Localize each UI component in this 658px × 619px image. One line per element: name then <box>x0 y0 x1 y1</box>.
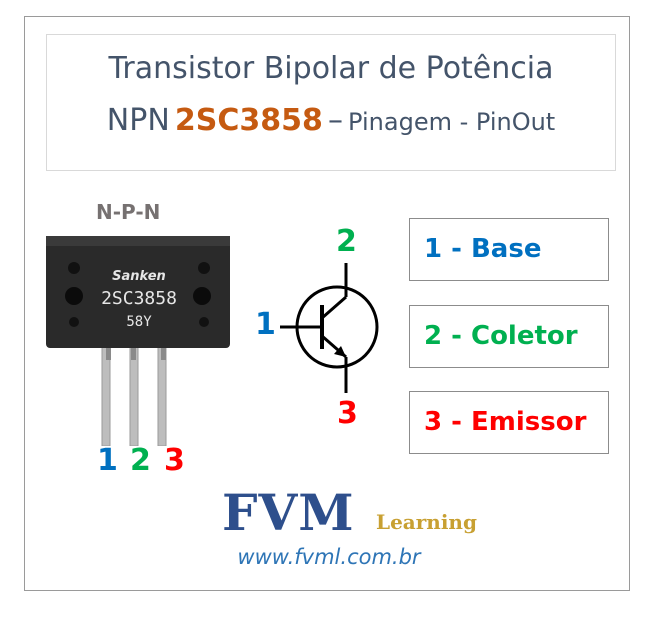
lead-number-1: 1 <box>97 443 118 478</box>
title-box: Transistor Bipolar de Potência NPN 2SC38… <box>46 34 616 171</box>
symbol-collector-number: 2 <box>336 224 357 259</box>
npn-type-label: N-P-N <box>96 200 161 224</box>
title-dash: – <box>327 103 343 138</box>
symbol-base-number: 1 <box>255 307 276 342</box>
learning-text: Learning <box>376 510 477 534</box>
pin-box-base: 1 - Base <box>409 218 609 281</box>
outer-frame <box>24 16 630 591</box>
pin-box-emitter: 3 - Emissor <box>409 391 609 454</box>
title-part-number: 2SC3858 <box>174 103 323 138</box>
title-line-2: NPN 2SC3858 – Pinagem - PinOut <box>47 103 615 138</box>
title-line-1: Transistor Bipolar de Potência <box>108 51 554 86</box>
lead-number-2: 2 <box>130 443 151 478</box>
emitter-arrow <box>334 346 346 357</box>
npn-transistor-symbol <box>280 263 379 393</box>
fvm-logo: FVM <box>222 483 355 542</box>
lead-number-3: 3 <box>164 443 185 478</box>
pin-box-collector: 2 - Coletor <box>409 305 609 368</box>
website-url[interactable]: www.fvml.com.br <box>237 545 421 569</box>
transistor-package-illustration: Sanken 2SC3858 58Y <box>46 236 230 446</box>
title-npn: NPN <box>106 103 170 138</box>
symbol-emitter-number: 3 <box>337 396 358 431</box>
package-brand: Sanken <box>112 269 166 284</box>
collector-diagonal <box>321 295 347 320</box>
package-marking: 2SC3858 <box>101 288 177 309</box>
title-pinout: Pinagem - PinOut <box>348 108 556 136</box>
package-code: 58Y <box>126 314 152 330</box>
